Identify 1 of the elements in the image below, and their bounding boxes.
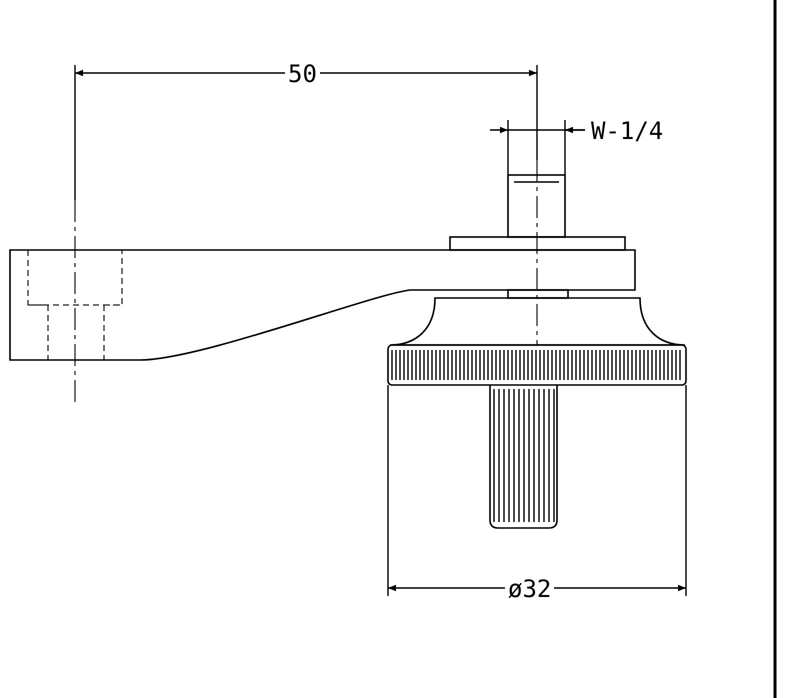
dimension-label: ø32	[505, 577, 554, 601]
